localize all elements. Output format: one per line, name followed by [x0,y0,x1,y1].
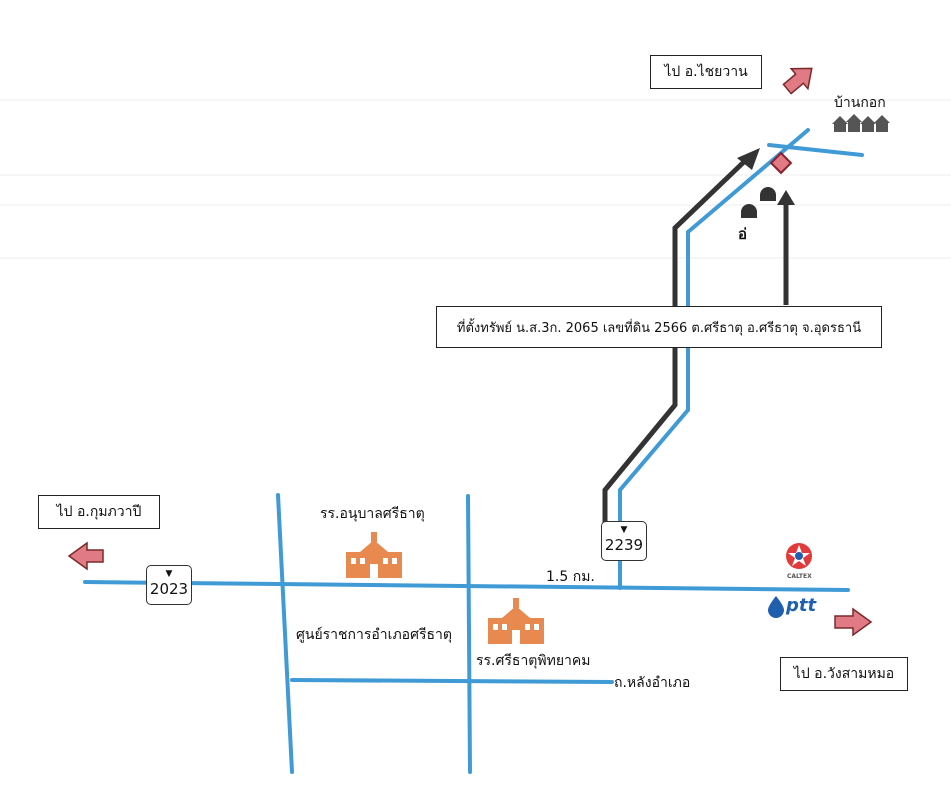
arrowhead-1 [737,148,760,170]
ban-kok-label: บ้านกอก [834,95,886,111]
route-to-property [602,156,750,528]
arrow-e-icon [834,607,873,637]
direction-wangsammo: ไป อ.วังสามหมอ [780,657,908,691]
route-emblem-icon: ▼ [165,569,173,579]
property-label: ที่ตั้งทรัพย์ น.ส.3ก. 2065 เลขที่ดิน 256… [436,306,882,348]
arrow-ne-icon [782,67,813,95]
school-icon [488,598,544,644]
route-emblem-icon: ▼ [620,525,628,535]
roads [83,128,864,774]
school-icon [346,532,402,578]
side-road-west [276,493,294,774]
caltex-logo-icon [786,543,812,569]
ban-kok-road [767,143,864,157]
route-lines [602,156,789,528]
north-road-bend [618,408,690,590]
back-road-label: ถ.หลังอำเภอ [614,675,691,691]
property-marker [769,151,793,175]
district-center-label: ศูนย์ราชการอำเภอศรีธาตุ [296,627,452,643]
route-shield-2239: ▼ 2239 [601,521,647,561]
roadside-mark-label: อ่ [738,225,748,243]
route-arrowheads [737,148,795,205]
direction-kumphawapi: ไป อ.กุมภวาปี [38,495,160,529]
main-road [83,580,850,592]
route-shield-2023: ▼ 2023 [146,565,192,605]
temple-icon [741,187,776,218]
distance-label: 1.5 กม. [546,569,595,585]
side-road-east [466,494,472,774]
route-number: 2239 [604,536,644,554]
direction-arrows [67,67,873,637]
direction-chaiwan: ไป อ.ไชยวาน [650,55,762,89]
caltex-label: CALTEX [787,573,812,580]
arrowhead-2 [777,190,795,205]
arrow-w-icon [67,541,104,571]
srithat-school-label: รร.ศรีธาตุพิทยาคม [476,653,591,669]
anuban-school-label: รร.อนุบาลศรีธาตุ [320,506,425,522]
scan-lines [0,99,951,259]
route-number: 2023 [149,580,189,598]
ptt-label: ptt [786,595,817,616]
village-icon [832,114,890,132]
ptt-drop-icon [768,596,784,618]
back-road [290,678,614,684]
